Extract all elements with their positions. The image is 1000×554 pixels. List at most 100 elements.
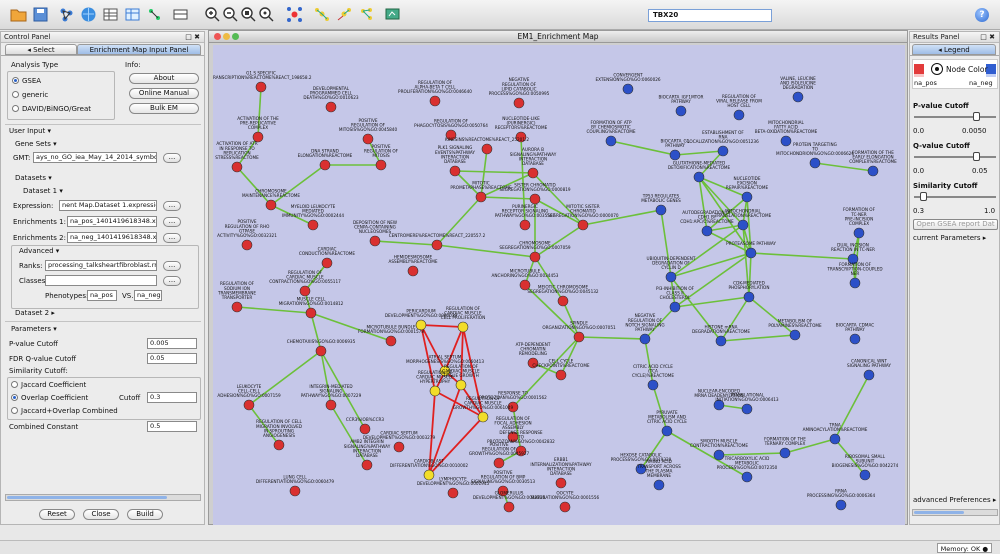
similarity-slider-thumb[interactable] xyxy=(920,192,927,201)
highlighted-edge[interactable] xyxy=(428,384,462,476)
node-circle[interactable] xyxy=(243,399,255,411)
network-edge[interactable] xyxy=(644,338,654,386)
node-circle[interactable] xyxy=(669,301,681,313)
node-circle[interactable] xyxy=(231,301,243,313)
node-circle[interactable] xyxy=(779,447,791,459)
network-edge[interactable] xyxy=(748,252,752,298)
network-edge[interactable] xyxy=(670,224,744,278)
network-edge[interactable] xyxy=(644,306,676,340)
highlighted-edge[interactable] xyxy=(420,324,464,328)
classes-field[interactable] xyxy=(45,275,157,286)
network-edge[interactable] xyxy=(436,244,536,258)
network-node[interactable]: NUCLEOTIDE-LIKE(PURINERGIC)RECEPTORS%REA… xyxy=(495,116,548,143)
node-circle[interactable] xyxy=(655,204,667,216)
network-edge[interactable] xyxy=(524,284,580,338)
show-all-icon[interactable] xyxy=(358,6,375,23)
node-circle[interactable] xyxy=(241,239,253,251)
node-circle[interactable] xyxy=(557,295,569,307)
network-edge[interactable] xyxy=(718,452,786,456)
node-circle[interactable] xyxy=(319,159,331,171)
bulk-em-button[interactable]: Bulk EM xyxy=(129,103,199,114)
network-edge[interactable] xyxy=(310,312,392,342)
current-parameters-toggle[interactable]: current Parameters ▸ xyxy=(913,234,987,242)
advanced-preferences-toggle[interactable]: advanced Preferences ▸ xyxy=(913,496,997,504)
node-circle[interactable] xyxy=(741,403,753,415)
network-edge[interactable] xyxy=(480,196,536,200)
import-table-url-icon[interactable] xyxy=(124,6,141,23)
node-circle[interactable] xyxy=(527,167,539,179)
radio-jaccard[interactable] xyxy=(11,381,18,388)
radio-overlap[interactable] xyxy=(11,394,18,401)
node-circle[interactable] xyxy=(385,335,397,347)
highlighted-edge[interactable] xyxy=(444,326,464,372)
expression-field[interactable]: nent Map.Dataset 1.expression.tx xyxy=(59,200,157,211)
node-circle[interactable] xyxy=(455,379,467,391)
node-circle[interactable] xyxy=(449,165,461,177)
network-edge[interactable] xyxy=(512,336,580,408)
node-circle[interactable] xyxy=(849,333,861,345)
node-circle[interactable] xyxy=(515,445,527,457)
network-edge[interactable] xyxy=(652,384,668,432)
tab-legend[interactable]: ◂ Legend xyxy=(912,44,996,55)
node-circle[interactable] xyxy=(321,257,333,269)
node-circle[interactable] xyxy=(745,247,757,259)
network-edge[interactable] xyxy=(532,172,584,226)
node-circle[interactable] xyxy=(447,487,459,499)
import-network-url-icon[interactable] xyxy=(80,6,97,23)
enrichments1-browse-button[interactable]: ... xyxy=(163,217,181,227)
phenotype2-field[interactable]: na_neg xyxy=(134,290,162,301)
enrichments1-field[interactable]: na_pos_1401419618348.xls xyxy=(67,216,157,227)
user-input-header[interactable]: User Input ▾ xyxy=(9,127,52,135)
apply-layout-icon[interactable] xyxy=(286,6,303,23)
highlighted-edge[interactable] xyxy=(428,416,484,476)
node-circle[interactable] xyxy=(653,479,665,491)
node-circle[interactable] xyxy=(325,399,337,411)
node-circle[interactable] xyxy=(713,449,725,461)
radio-generic[interactable] xyxy=(12,91,19,98)
network-edge[interactable] xyxy=(480,172,534,198)
network-edge[interactable] xyxy=(666,430,748,478)
network-to-table-icon[interactable] xyxy=(146,6,163,23)
network-edge[interactable] xyxy=(236,136,259,168)
network-edge[interactable] xyxy=(310,312,322,352)
node-circle[interactable] xyxy=(439,365,451,377)
network-edge[interactable] xyxy=(720,296,750,342)
enrichments2-field[interactable]: na_neg_1401419618348.xls xyxy=(67,232,157,243)
first-neighbors-icon[interactable] xyxy=(314,6,331,23)
build-button[interactable]: Build xyxy=(127,509,163,520)
node-circle[interactable] xyxy=(713,399,725,411)
node-circle[interactable] xyxy=(701,225,713,237)
network-edge[interactable] xyxy=(320,350,332,406)
network-edge[interactable] xyxy=(706,224,744,232)
node-circle[interactable] xyxy=(675,105,687,117)
network-edge[interactable] xyxy=(304,262,328,292)
tab-enrichment-map-input[interactable]: Enrichment Map Input Panel xyxy=(77,44,201,55)
node-circle[interactable] xyxy=(315,345,327,357)
window-minimize-icon[interactable] xyxy=(223,33,230,40)
zoom-in-icon[interactable] xyxy=(204,6,221,23)
node-circle[interactable] xyxy=(255,81,267,93)
phenotype1-field[interactable]: na_pos xyxy=(87,290,117,301)
network-edge[interactable] xyxy=(814,162,874,172)
